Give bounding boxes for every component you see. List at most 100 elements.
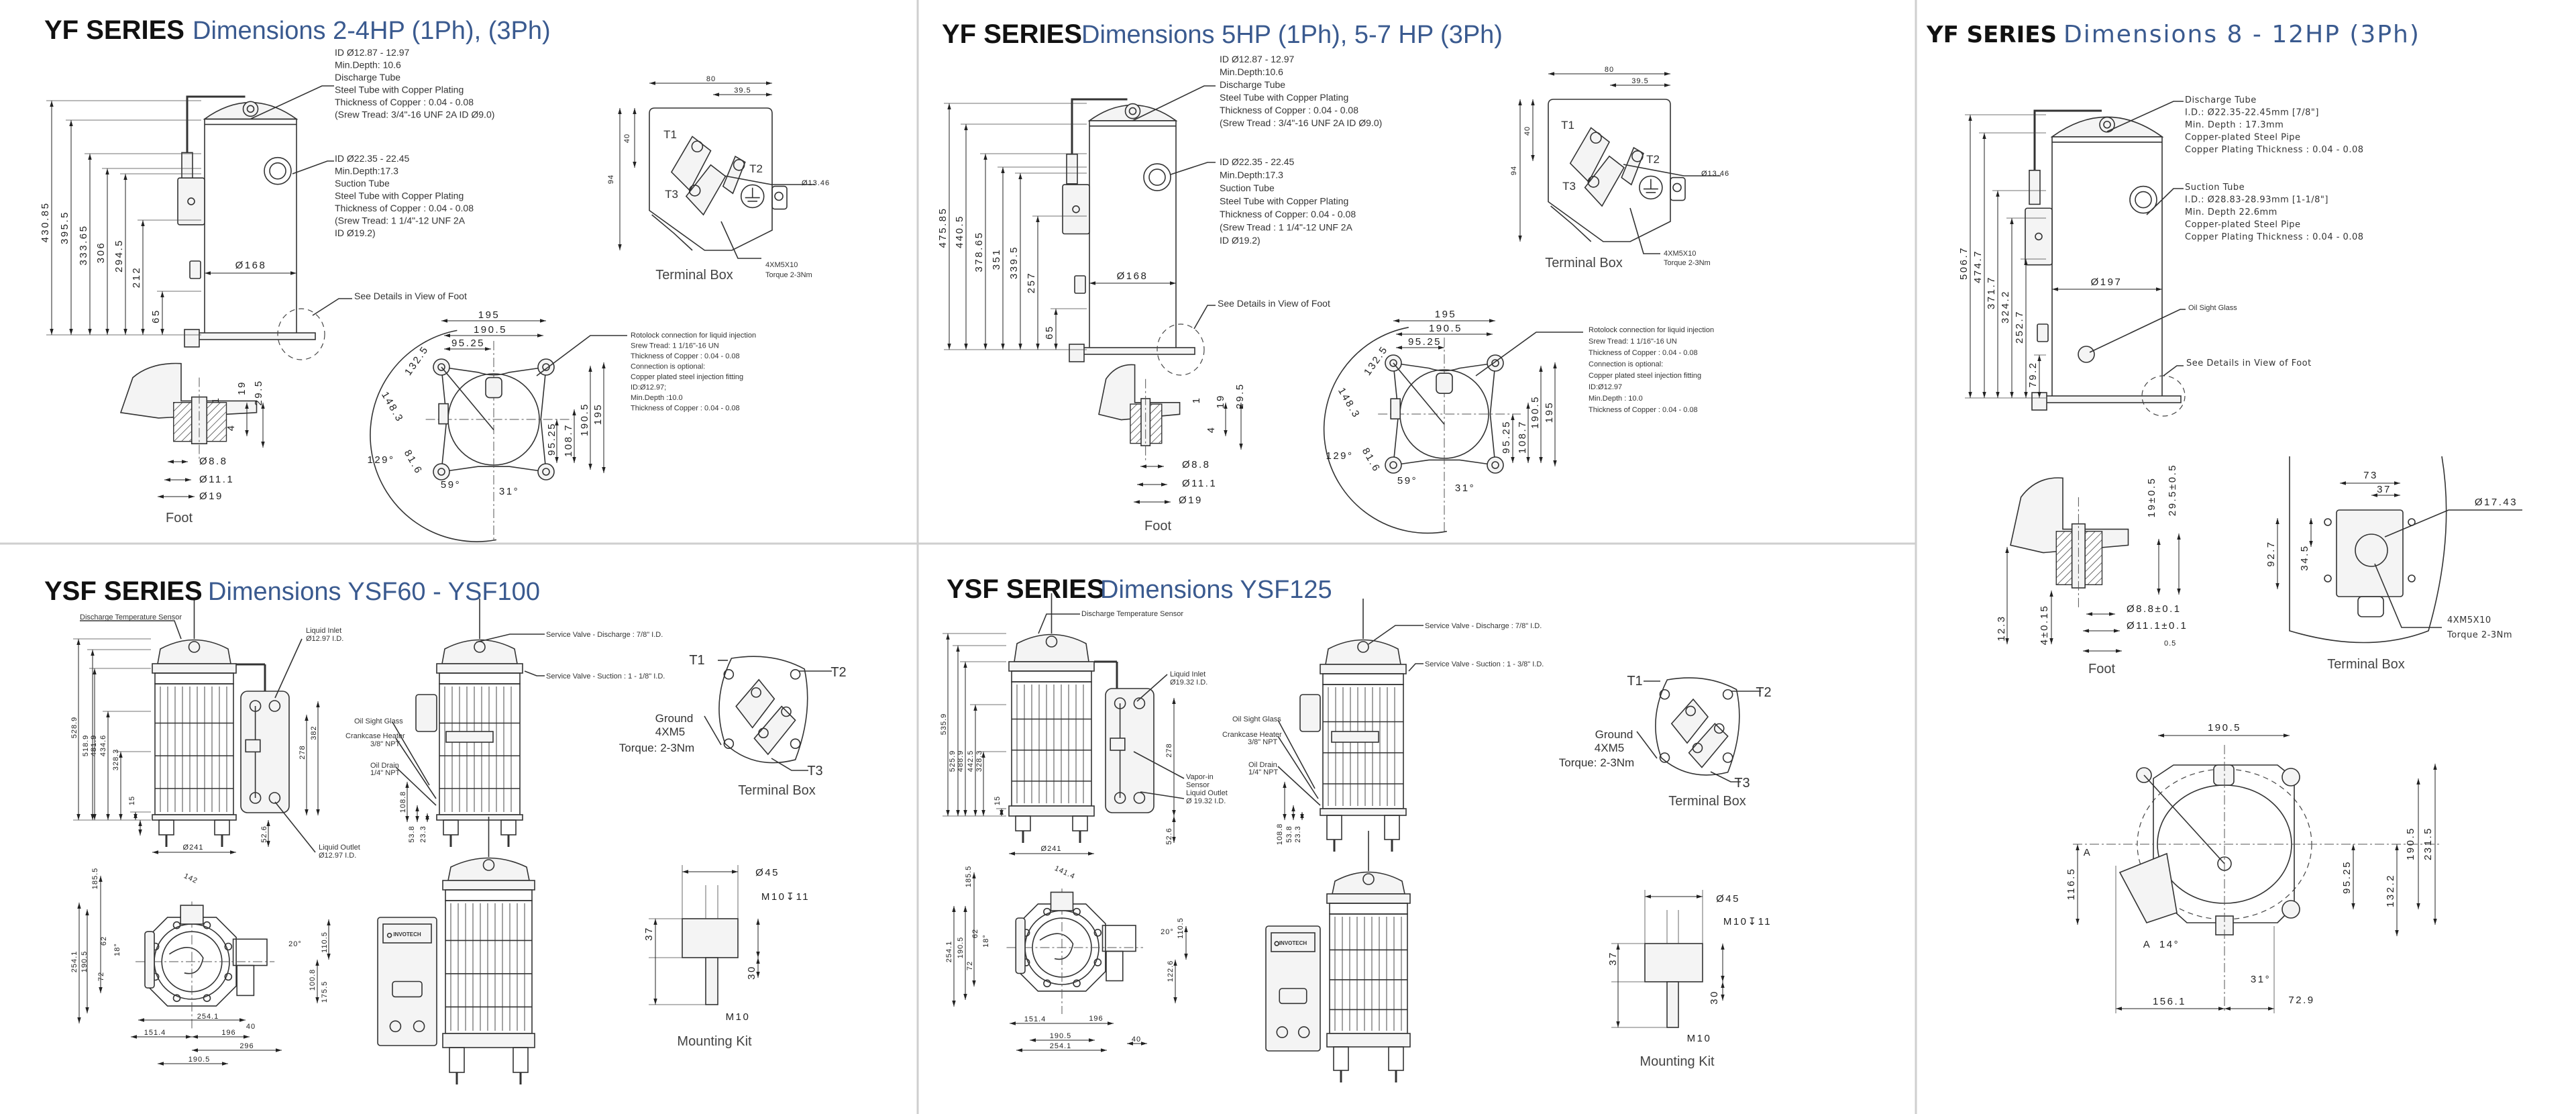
bottom-dim: 31° [499, 486, 519, 497]
mounting-leg [158, 819, 174, 835]
note-line: Srew Tread: 1 1/16"-16 UN [1589, 338, 1677, 346]
oil-sight-leader [1277, 719, 1316, 789]
note-line: I.D.: Ø22.35-22.45mm [7/8"] [2185, 108, 2319, 118]
height-dim: 257 [1026, 272, 1037, 294]
note-line: ID:Ø12.97; [631, 384, 666, 392]
motor-housing [439, 683, 521, 815]
note-line: ID Ø19.2) [1220, 235, 1260, 246]
vapor-sensor-label: Vapor-in [1186, 773, 1214, 781]
torque-spec: Torque: 2-3Nm [1559, 756, 1634, 769]
foot-dim: Ø19 [1179, 495, 1203, 506]
note-line: Discharge Tube [335, 72, 400, 83]
heat-exchanger [1105, 688, 1155, 813]
rotolock-note: Rotolock connection for liquid injection… [631, 332, 756, 413]
terminal-stud [781, 706, 792, 717]
terminal-t1-stud [1590, 132, 1602, 144]
upper-band [439, 672, 521, 685]
logo-plate [382, 923, 432, 944]
bottom-flange [1326, 1033, 1411, 1048]
plan-dim: 62 [971, 929, 979, 938]
side-fitting [1390, 398, 1401, 420]
lifting-eye [1357, 641, 1369, 653]
ground-label: Ground [655, 712, 694, 725]
discharge-sensor-label: Discharge Temperature Sensor [80, 613, 182, 621]
oil-sight-leader [392, 721, 430, 786]
liquid-inlet-size: Ø19.32 I.D. [1170, 678, 1208, 687]
tb-dim: 94 [607, 174, 615, 184]
liquid-inlet-label: Liquid Inlet [306, 627, 341, 635]
plan-dim: 62 [100, 936, 108, 946]
service-fitting [181, 152, 193, 182]
plan-dim: 190.5 [189, 1056, 211, 1064]
note-line: Min. Depth 22.6mm [2185, 207, 2277, 217]
mounting-leg [1388, 1046, 1404, 1071]
service-valve-suction [445, 731, 494, 743]
side-dim: 535.9 [940, 713, 948, 736]
note-line: Discharge Tube [2185, 95, 2257, 105]
bottom-dim: 81.6 [402, 448, 425, 476]
vapor-leader [1133, 751, 1185, 779]
discharge-sensor-pipe [1071, 98, 1128, 154]
heat-exchanger-body [1106, 950, 1124, 982]
side-dim: Ø241 [183, 844, 204, 852]
see-details-note: See Details in View of Foot [2186, 358, 2312, 368]
plan-dim: 196 [1089, 1015, 1103, 1023]
oil-sight-glass-icon [2078, 346, 2095, 363]
mounting-leg [443, 819, 459, 835]
terminal-t1: T1 [663, 128, 677, 141]
mount-dim: Ø45 [755, 867, 780, 878]
bottom-dim: 95.25 [2341, 860, 2353, 894]
terminal-box-housing [1062, 184, 1090, 235]
note-line: Discharge Tube [1220, 79, 1285, 90]
mounting-hole [537, 358, 555, 376]
rotolock-leader [1475, 332, 1583, 376]
note-line: Steel Tube with Copper Plating [1220, 92, 1348, 103]
cable-gland [389, 1020, 402, 1033]
discharge-fitting-icon [2099, 116, 2115, 133]
terminal-t1: T1 [689, 653, 704, 668]
terminal-plate [753, 705, 796, 756]
mounting-screw [1722, 752, 1733, 763]
discharge-fitting-icon [242, 101, 259, 117]
sv-suction-leader [1408, 663, 1424, 672]
bottom-dim: 132.5 [402, 344, 431, 378]
service-valve-side [1015, 917, 1026, 974]
note-line: Suction Tube [335, 178, 390, 189]
bottom-dim: 95.25 [546, 422, 557, 456]
crankcase-heater-size: 3/8" NPT [1248, 738, 1278, 746]
mounting-hole-bore [542, 468, 550, 476]
compressor-shell [2051, 136, 2163, 399]
series-title: YSF SERIES [44, 576, 203, 606]
mount-dim: 30 [1709, 990, 1720, 1005]
plan-dim: 175.5 [321, 981, 329, 1003]
terminal-plate [735, 678, 775, 729]
bottom-dim: 31° [2251, 974, 2271, 985]
side-dim: 23.3 [1294, 825, 1302, 842]
plan-dim: 151.4 [1024, 1015, 1046, 1023]
screw-spec: 4XM5X10 [1664, 250, 1696, 258]
plan-dim: 40 [1132, 1035, 1141, 1044]
terminal-box-top [180, 905, 204, 925]
discharge-sensor-label: Discharge Temperature Sensor [1081, 610, 1183, 618]
page-title: Dimensions YSF60 - YSF100 [208, 578, 540, 606]
compressor-shell [1089, 120, 1177, 350]
liquid-outlet-label: Liquid Outlet [319, 844, 360, 852]
liquid-port [1133, 792, 1146, 804]
bottom-dim: 195 [478, 309, 500, 321]
side-dim: 481.9 [90, 735, 98, 757]
t3-leader [771, 758, 808, 771]
bottom-dim: 190.5 [2405, 827, 2416, 860]
mount-stud [1666, 981, 1679, 1028]
mounting-leg [1384, 815, 1400, 840]
mounting-screw [723, 669, 735, 680]
bottom-dim: 195 [592, 403, 604, 425]
screw-spec: 4XM5X10 [765, 261, 798, 269]
mounting-leg [1072, 815, 1088, 831]
plan-dim: 18° [982, 934, 990, 948]
terminal-stud [758, 727, 769, 739]
height-dim: 371.7 [1986, 276, 1997, 309]
suction-fitting-icon [2129, 185, 2157, 214]
height-dim: 440.5 [954, 215, 965, 248]
flange-bolt [172, 994, 181, 1003]
compressor-top-cap [447, 857, 530, 881]
